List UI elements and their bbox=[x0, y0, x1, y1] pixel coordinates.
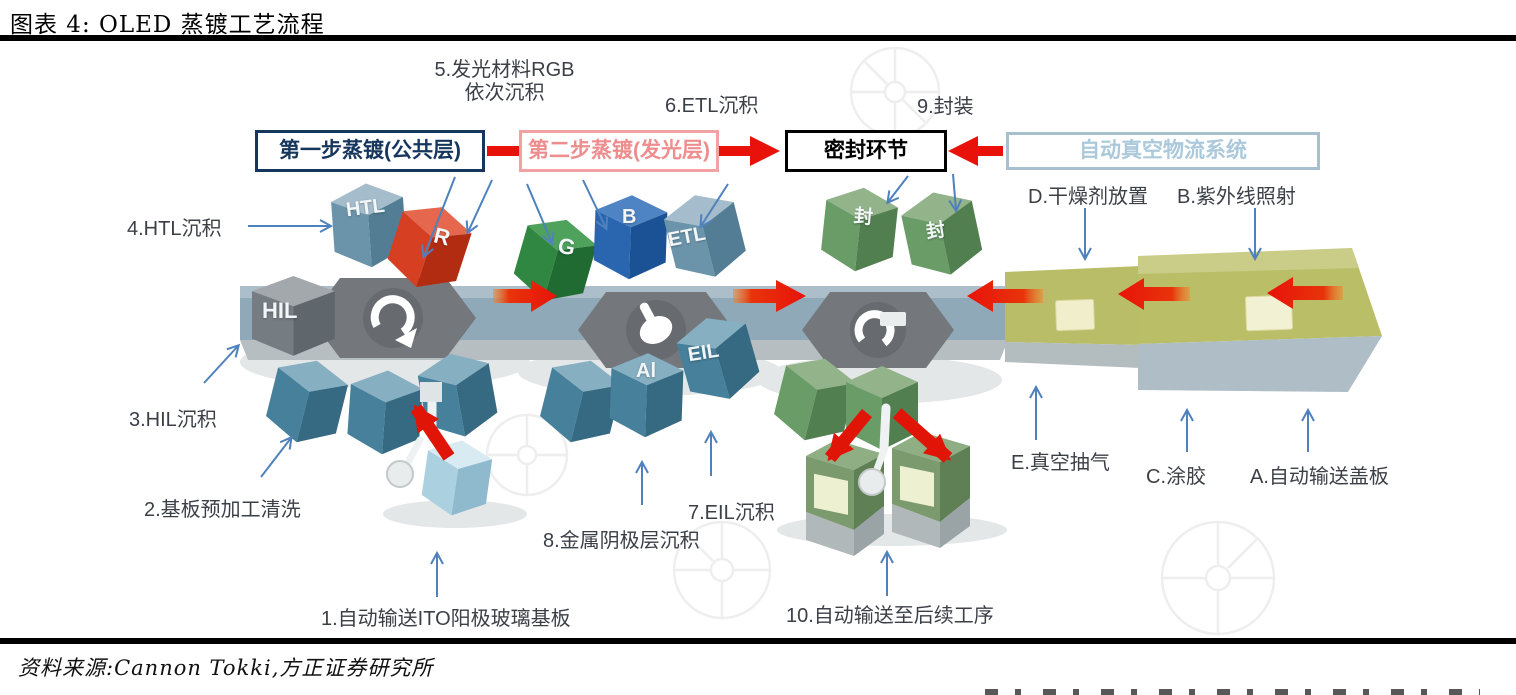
vacuum-logistics-line bbox=[1005, 248, 1382, 392]
flow-box-step2-evaporation-emitting-layer: 第二步蒸镀(发光层) bbox=[519, 130, 719, 172]
annotation-a-cover-plate: A.自动输送盖板 bbox=[1250, 466, 1389, 488]
arrow-load-substrate bbox=[410, 404, 455, 461]
seal-chamber-cube-1 bbox=[821, 187, 898, 272]
source-note: 资料来源:Cannon Tokki,方正证券研究所 bbox=[18, 656, 434, 680]
annotation-9-encapsulation: 9.封装 bbox=[917, 96, 974, 118]
chamber-label-b: B bbox=[622, 206, 637, 228]
cluster3-chamber-cube bbox=[774, 358, 856, 441]
flow-box-auto-vacuum-logistics: 自动真空物流系统 bbox=[1006, 132, 1320, 170]
robot-rotate-icon bbox=[370, 295, 417, 348]
arrow-line-left-1 bbox=[1118, 278, 1190, 310]
cluster1-chamber-cube bbox=[347, 370, 423, 455]
annotation-e-vacuum-pump: E.真空抽气 bbox=[1011, 452, 1110, 474]
watermark-logos bbox=[485, 46, 1276, 636]
robot-arm-icon bbox=[854, 310, 906, 347]
annotation-b-uv: B.紫外线照射 bbox=[1177, 186, 1296, 208]
output-box-left bbox=[806, 440, 884, 556]
chamber-label-seal-2: 封 bbox=[924, 219, 947, 244]
annotation-4-htl: 4.HTL沉积 bbox=[127, 218, 222, 240]
annotation-5-rgb-deposition: 5.发光材料RGB 依次沉积 bbox=[434, 59, 575, 104]
chamber-label-al: Al bbox=[636, 360, 656, 382]
al-cathode-cube bbox=[609, 353, 684, 438]
chamber-label-htl: HTL bbox=[344, 194, 387, 222]
arrow-cluster2-to-cluster3 bbox=[733, 280, 806, 312]
bottom-rule bbox=[0, 638, 1516, 644]
arrow-unload-left bbox=[824, 408, 873, 463]
flow-box-step1-evaporation-common-layer: 第一步蒸镀(公共层) bbox=[255, 130, 485, 172]
annotation-10-next-process: 10.自动输送至后续工序 bbox=[786, 605, 994, 627]
chamber-label-hil: HIL bbox=[262, 298, 298, 323]
arrow-line-to-seal bbox=[967, 280, 1043, 312]
glass-panel bbox=[1055, 294, 1294, 332]
annotation-c-glue: C.涂胶 bbox=[1146, 466, 1206, 488]
annotation-arrows bbox=[203, 173, 1315, 597]
annotation-7-eil: 7.EIL沉积 bbox=[688, 502, 775, 524]
cluster1-chamber-cube bbox=[266, 360, 348, 443]
annotation-8-metal-cathode: 8.金属阴极层沉积 bbox=[543, 530, 700, 552]
annotation-6-etl: 6.ETL沉积 bbox=[665, 95, 759, 117]
clipped-text-remnant bbox=[985, 689, 1480, 695]
top-rule bbox=[0, 35, 1516, 41]
annotation-3-hil: 3.HIL沉积 bbox=[129, 409, 217, 431]
cluster2-chamber-cube bbox=[540, 360, 622, 443]
figure-title: 图表 4: OLED 蒸镀工艺流程 bbox=[10, 12, 325, 38]
eil-chamber-cube bbox=[676, 318, 760, 399]
arrow-unload-right bbox=[892, 408, 953, 463]
hil-chamber-cube bbox=[252, 276, 335, 356]
chamber-label-seal-1: 封 bbox=[852, 206, 874, 229]
arrow-line-left-2 bbox=[1267, 277, 1343, 309]
annotation-d-desiccant: D.干燥剂放置 bbox=[1028, 186, 1148, 208]
arrow-vacuum-to-seal bbox=[948, 136, 1003, 166]
flow-box-sealing-stage: 密封环节 bbox=[785, 130, 947, 172]
arrow-cluster1-to-cluster2 bbox=[493, 280, 557, 312]
annotation-1-ito-substrate: 1.自动输送ITO阳极玻璃基板 bbox=[321, 608, 571, 630]
chamber-label-eil: EIL bbox=[686, 339, 721, 367]
arrow-step2-to-seal bbox=[718, 136, 780, 166]
annotation-2-substrate-clean: 2.基板预加工清洗 bbox=[144, 499, 301, 521]
robot-hand-icon bbox=[639, 302, 673, 344]
loader-robot-arm-2 bbox=[858, 403, 891, 496]
